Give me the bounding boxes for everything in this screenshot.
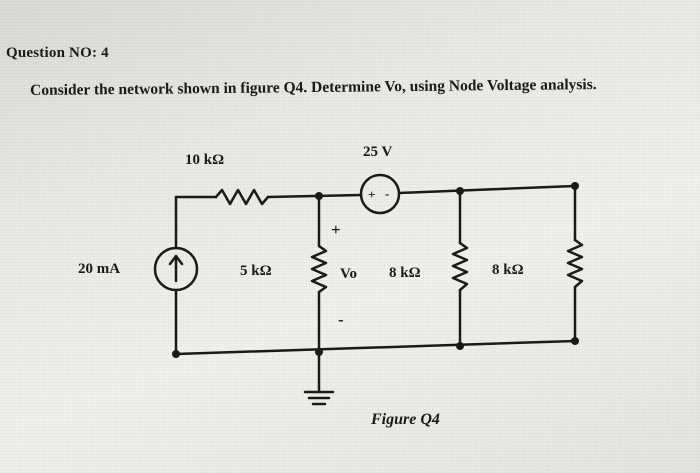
r2-label: 5 kΩ (240, 263, 272, 279)
source-i-label: 20 mA (78, 261, 120, 277)
vo-minus: - (338, 310, 344, 329)
node-dot (456, 187, 464, 195)
figure-caption: Figure Q4 (370, 411, 440, 428)
vo-label: Vo (340, 266, 357, 282)
source-v-plus: + (368, 187, 375, 202)
resistor-8k-a (451, 241, 469, 292)
source-v-label: 25 V (363, 144, 392, 160)
node-dot (456, 342, 464, 350)
node-dot (315, 192, 323, 200)
r4-label: 8 kΩ (492, 262, 524, 278)
vo-plus: + (331, 220, 341, 239)
node-dot (172, 350, 180, 358)
resistor-5k (310, 244, 328, 294)
wire-top-mid (266, 193, 363, 199)
wire-top-right (397, 184, 577, 195)
r3-label: 8 kΩ (389, 265, 421, 281)
wire-bottom (174, 339, 577, 356)
node-dot (571, 337, 579, 345)
r1-label: 10 kΩ (185, 152, 224, 168)
node-dot (571, 182, 579, 190)
question-title: Question NO: 4 (6, 45, 109, 61)
resistor-10k (214, 188, 270, 206)
source-v-minus: - (385, 186, 389, 201)
resistor-8k-b (566, 238, 584, 289)
node-dot (315, 348, 323, 356)
voltage-source-25v (359, 173, 401, 215)
